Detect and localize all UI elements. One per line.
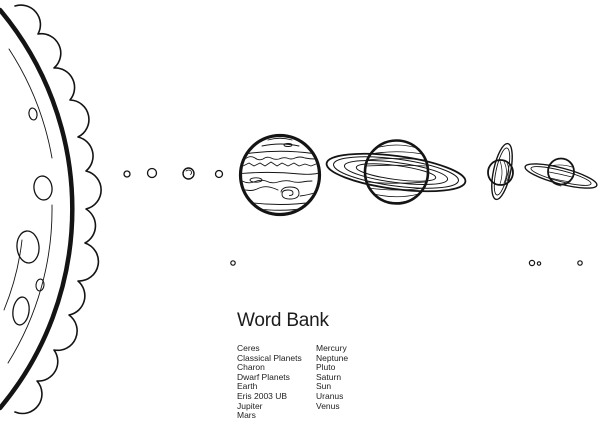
word-bank-title: Word Bank: [237, 310, 329, 331]
sun: [0, 4, 102, 415]
uranus: [487, 142, 514, 201]
mercury: [123, 170, 131, 178]
word-bank-item: Jupiter: [237, 400, 263, 411]
word-bank-item: Venus: [316, 400, 340, 411]
venus: [146, 167, 158, 179]
sunspot: [16, 230, 40, 264]
neptune-bands: [548, 164, 573, 187]
word-bank-column-2: Mercury Neptune Pluto Saturn Sun Uranus …: [316, 343, 386, 421]
uranus-texture: [499, 160, 510, 185]
neptune: [524, 157, 598, 189]
word-bank-item: Ceres: [237, 343, 260, 353]
word-bank: Word Bank Ceres Classical Planets Charon…: [237, 310, 386, 421]
sunspot: [12, 296, 30, 326]
word-bank-item: Mars: [237, 410, 256, 421]
word-bank-item: Charon: [237, 362, 265, 373]
word-bank-item: Earth: [237, 381, 258, 392]
word-bank-item: Saturn: [316, 371, 342, 382]
mars: [214, 169, 224, 179]
word-bank-column-1: Ceres Classical Planets Charon Dwarf Pla…: [237, 343, 316, 421]
word-bank-item: Sun: [316, 381, 332, 392]
sunspot: [35, 278, 45, 292]
word-bank-item: Eris 2003 UB: [237, 390, 288, 401]
sun-inner-arc: [3, 239, 23, 311]
sun-inner-arc: [8, 48, 53, 159]
word-bank-item: Dwarf Planets: [237, 371, 290, 382]
word-bank-item: Mercury: [316, 343, 347, 353]
sun-corona: [14, 4, 102, 415]
uranus-rings: [491, 142, 513, 201]
jupiter: [238, 133, 322, 217]
neptune-rings: [524, 163, 598, 189]
sun-inner-arc: [7, 204, 53, 364]
jupiter-globe: [238, 133, 322, 217]
earth-continent: [185, 169, 193, 175]
word-bank-item: Neptune: [316, 352, 349, 363]
ceres: [230, 260, 236, 266]
eris: [577, 260, 583, 266]
charon: [536, 261, 542, 266]
saturn-rings: [325, 152, 467, 193]
sun-limb: [0, 7, 75, 411]
pluto: [528, 259, 536, 267]
sunspot: [33, 175, 53, 201]
saturn: [325, 139, 467, 205]
word-bank-item: Uranus: [316, 390, 344, 401]
sunspot: [28, 107, 38, 121]
earth: [182, 167, 195, 180]
word-bank-item: Classical Planets: [237, 352, 302, 363]
word-bank-item: Pluto: [316, 362, 336, 373]
